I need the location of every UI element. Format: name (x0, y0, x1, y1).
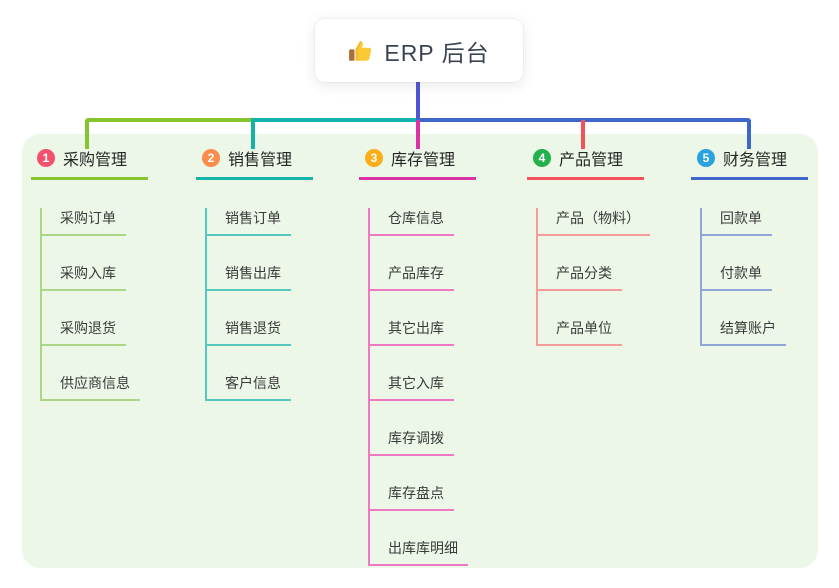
child-label: 销售退货 (225, 320, 281, 336)
branch-number-badge: 3 (365, 149, 383, 167)
branch-children: 回款单付款单结算账户 (700, 208, 808, 346)
child-node[interactable]: 回款单 (702, 208, 772, 236)
child-node[interactable]: 库存调拨 (370, 428, 454, 456)
child-label: 产品库存 (388, 265, 444, 281)
branch-node-4: 4 产品管理产品（物料） 产品分类产品单位 (527, 146, 650, 346)
branch-label: 采购管理 (63, 152, 128, 169)
child-label: 采购订单 (60, 210, 116, 226)
child-label: 产品（物料） (556, 210, 640, 226)
child-label: 客户信息 (225, 375, 281, 391)
branch-number-badge: 5 (697, 149, 715, 167)
child-label: 其它出库 (388, 320, 444, 336)
child-label: 产品单位 (556, 320, 612, 336)
child-node[interactable]: 采购订单 (42, 208, 126, 236)
branch-title-3[interactable]: 3 库存管理 (359, 146, 476, 180)
child-label: 付款单 (720, 265, 762, 281)
child-label: 其它入库 (388, 375, 444, 391)
branch-title-4[interactable]: 4 产品管理 (527, 146, 644, 180)
child-node[interactable]: 销售订单 (207, 208, 291, 236)
child-label: 回款单 (720, 210, 762, 226)
branch-children: 产品（物料） 产品分类产品单位 (536, 208, 650, 346)
map-background-panel (22, 134, 818, 568)
branch-children: 销售订单销售出库销售退货客户信息 (205, 208, 313, 401)
branch-node-5: 5 财务管理回款单付款单结算账户 (691, 146, 808, 346)
child-node[interactable]: 供应商信息 (42, 373, 140, 401)
child-label: 销售订单 (225, 210, 281, 226)
branch-children: 采购订单采购入库采购退货供应商信息 (40, 208, 148, 401)
root-stem-connector (416, 82, 420, 120)
child-label: 销售出库 (225, 265, 281, 281)
child-node[interactable]: 付款单 (702, 263, 772, 291)
child-node[interactable]: 结算账户 (702, 318, 786, 346)
child-label: 供应商信息 (60, 375, 130, 391)
child-label: 库存调拨 (388, 430, 444, 446)
child-node[interactable]: 出库库明细 (370, 538, 468, 566)
branch-number-badge: 4 (533, 149, 551, 167)
branch-drop-connector-4 (581, 120, 585, 149)
child-node[interactable]: 其它入库 (370, 373, 454, 401)
branch-node-1: 1 采购管理采购订单采购入库采购退货供应商信息 (31, 146, 148, 401)
child-node[interactable]: 产品库存 (370, 263, 454, 291)
child-label: 仓库信息 (388, 210, 444, 226)
branch-drop-connector-5 (747, 120, 751, 149)
branch-children: 仓库信息产品库存其它出库其它入库库存调拨库存盘点出库库明细 (368, 208, 476, 566)
child-label: 采购入库 (60, 265, 116, 281)
branch-drop-connector-3 (416, 120, 420, 149)
child-label: 采购退货 (60, 320, 116, 336)
branch-drop-connector-2 (251, 120, 255, 149)
branch-drop-connector-1 (85, 120, 89, 149)
branch-node-3: 3 库存管理仓库信息产品库存其它出库其它入库库存调拨库存盘点出库库明细 (359, 146, 476, 566)
child-node[interactable]: 产品（物料） (538, 208, 650, 236)
thumbs-up-icon (348, 38, 374, 64)
branch-title-2[interactable]: 2 销售管理 (196, 146, 313, 180)
child-node[interactable]: 产品单位 (538, 318, 622, 346)
root-node[interactable]: ERP 后台 (315, 19, 523, 82)
child-node[interactable]: 产品分类 (538, 263, 622, 291)
branch-label: 库存管理 (391, 152, 456, 169)
branch-number-badge: 2 (202, 149, 220, 167)
child-label: 产品分类 (556, 265, 612, 281)
child-label: 出库库明细 (388, 540, 458, 556)
branch-label: 销售管理 (228, 152, 293, 169)
child-node[interactable]: 库存盘点 (370, 483, 454, 511)
child-node[interactable]: 采购退货 (42, 318, 126, 346)
branch-label: 财务管理 (723, 152, 788, 169)
child-node[interactable]: 采购入库 (42, 263, 126, 291)
child-node[interactable]: 客户信息 (207, 373, 291, 401)
child-label: 库存盘点 (388, 485, 444, 501)
branch-title-5[interactable]: 5 财务管理 (691, 146, 808, 180)
bus-connector-mid (251, 118, 418, 122)
bus-connector-left (85, 118, 255, 122)
child-node[interactable]: 销售退货 (207, 318, 291, 346)
branch-node-2: 2 销售管理销售订单销售出库销售退货客户信息 (196, 146, 313, 401)
branch-label: 产品管理 (559, 152, 624, 169)
root-label: ERP 后台 (384, 39, 490, 66)
child-node[interactable]: 销售出库 (207, 263, 291, 291)
branch-number-badge: 1 (37, 149, 55, 167)
child-node[interactable]: 仓库信息 (370, 208, 454, 236)
child-label: 结算账户 (720, 320, 776, 336)
child-node[interactable]: 其它出库 (370, 318, 454, 346)
branch-title-1[interactable]: 1 采购管理 (31, 146, 148, 180)
